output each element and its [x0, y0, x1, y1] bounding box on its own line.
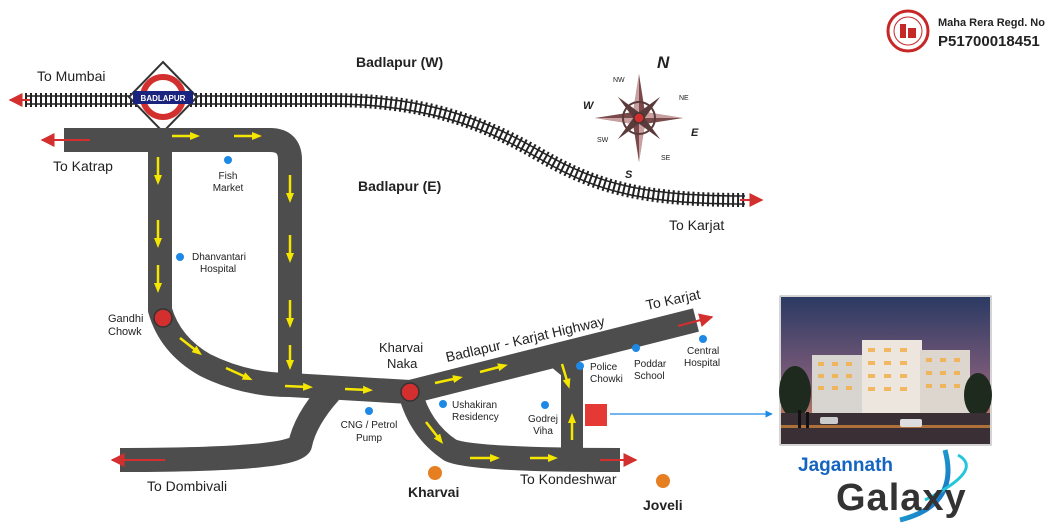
- kharvai-village-label: Kharvai: [408, 484, 459, 500]
- compass-n: N: [657, 53, 670, 72]
- cng-label-1: CNG / Petrol: [341, 420, 398, 431]
- brand-line2: Galaxy: [836, 477, 967, 519]
- to-karjat-rail-label: To Karjat: [669, 217, 724, 233]
- cng-label-2: Pump: [356, 433, 383, 444]
- joveli-village-dot: [656, 474, 670, 488]
- railway-track: [25, 93, 746, 207]
- compass-w: W: [583, 100, 595, 112]
- to-karjat-road-arrow: [677, 313, 714, 327]
- landmark-dots: [176, 156, 707, 415]
- compass-nw: NW: [613, 77, 625, 84]
- to-dombivali-label: To Dombivali: [147, 478, 227, 494]
- kharvai-village-dot: [428, 466, 442, 480]
- compass-rose-icon: N S E W NE NW SE SW: [583, 53, 699, 181]
- gandhi-chowk-label-2: Chowk: [108, 326, 142, 338]
- poddar-label-1: Poddar: [634, 359, 667, 370]
- poddar-label-2: School: [634, 371, 665, 382]
- to-kondeshwar-label: To Kondeshwar: [520, 471, 617, 487]
- gandhi-chowk-label-1: Gandhi: [108, 313, 143, 325]
- dhanvantari-label-1: Dhanvantari: [192, 252, 246, 263]
- station-name: BADLAPUR: [141, 94, 186, 103]
- godrej-label-1: Godrej: [528, 414, 558, 425]
- central-hospital-label-2: Hospital: [684, 358, 720, 369]
- kharvai-naka-marker: [400, 382, 420, 402]
- rera-label: Maha Rera Regd. No: [938, 17, 1045, 29]
- jagannath-galaxy-logo: Jagannath Galaxy: [798, 449, 968, 523]
- ushakiran-label-1: Ushakiran: [452, 400, 497, 411]
- fish-market-label-2: Market: [213, 183, 244, 194]
- compass-s: S: [625, 169, 633, 181]
- brand-line1: Jagannath: [798, 455, 893, 476]
- ushakiran-label-2: Residency: [452, 412, 499, 423]
- police-label-2: Chowki: [590, 374, 623, 385]
- compass-ne: NE: [679, 95, 689, 102]
- to-mumbai-label: To Mumbai: [37, 68, 105, 84]
- kharvai-naka-label-2: Naka: [387, 356, 418, 371]
- project-site-marker: [585, 404, 607, 426]
- to-katrap-label: To Katrap: [53, 158, 113, 174]
- godrej-label-2: Viha: [533, 426, 553, 437]
- area-east-label: Badlapur (E): [358, 178, 441, 194]
- dhanvantari-label-2: Hospital: [200, 264, 236, 275]
- badlapur-station-icon: BADLAPUR: [127, 60, 199, 134]
- area-west-label: Badlapur (W): [356, 54, 443, 70]
- police-label-1: Police: [590, 362, 618, 373]
- rera-number: P51700018451: [938, 33, 1040, 50]
- project-building-photo: [779, 295, 992, 446]
- traffic-arrows: [154, 132, 576, 462]
- gandhi-chowk-marker: [153, 308, 173, 328]
- joveli-village-label: Joveli: [643, 497, 683, 513]
- compass-sw: SW: [597, 137, 609, 144]
- compass-se: SE: [661, 155, 671, 162]
- central-hospital-label-1: Central: [687, 346, 719, 357]
- compass-e: E: [691, 127, 699, 139]
- kharvai-naka-label-1: Kharvai: [379, 340, 423, 355]
- fish-market-label-1: Fish: [219, 171, 238, 182]
- rera-seal-icon: [886, 9, 930, 53]
